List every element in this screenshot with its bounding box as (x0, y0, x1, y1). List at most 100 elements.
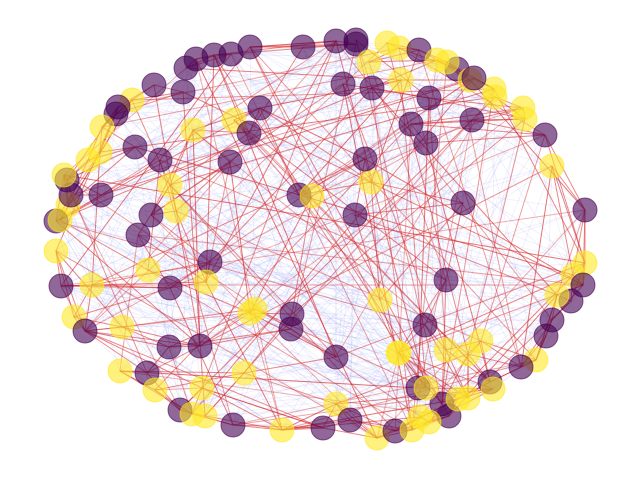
node-purple (532, 122, 558, 148)
edge-red (195, 58, 283, 431)
node-yellow (189, 375, 215, 401)
edge-red (249, 46, 443, 405)
node-yellow (193, 269, 219, 295)
edge-blue (146, 118, 526, 374)
edge-blue (335, 68, 458, 405)
edge-blue (169, 96, 496, 289)
node-purple (157, 275, 183, 301)
edge-red (249, 46, 537, 361)
edge-blue (154, 47, 400, 391)
edge-blue (445, 118, 526, 351)
edge-red (298, 77, 475, 196)
edge-blue (335, 356, 421, 418)
edge-blue (302, 46, 450, 417)
node-purple (412, 312, 438, 338)
node-yellow (269, 417, 295, 443)
edge-blue (335, 97, 430, 358)
edge-blue (349, 214, 356, 421)
edge-blue (179, 366, 522, 411)
edge-red (137, 234, 207, 283)
edge-blue (179, 262, 586, 411)
edge-blue (60, 285, 443, 405)
edge-red (213, 54, 337, 358)
edge-blue (179, 352, 400, 411)
edge-red (91, 151, 101, 286)
edge-blue (462, 119, 473, 204)
edge-blue (168, 346, 427, 389)
edge-blue (204, 132, 250, 417)
edge-red (259, 107, 366, 160)
edge-blue (249, 46, 586, 264)
node-purple (330, 71, 356, 97)
edge-blue (311, 195, 447, 281)
edge-blue (134, 39, 357, 148)
edge-red (376, 352, 400, 439)
edge-blue (259, 107, 553, 321)
node-yellow (163, 198, 189, 224)
edge-blue (131, 99, 464, 204)
node-yellow (180, 117, 206, 143)
node-purple (247, 95, 273, 121)
edge-red (354, 214, 558, 296)
edge-red (55, 220, 426, 326)
edge-blue (249, 46, 524, 109)
edge-blue (201, 42, 388, 389)
edge-red (119, 370, 450, 417)
edge-blue (425, 142, 584, 286)
edge-blue (91, 97, 430, 286)
edge-blue (290, 328, 421, 418)
edge-red (342, 83, 413, 431)
edge-red (209, 87, 373, 263)
node-purple (220, 412, 246, 438)
edge-blue (134, 146, 293, 315)
edge-blue (67, 204, 123, 328)
edge-blue (119, 43, 357, 372)
node-purple (342, 202, 368, 228)
edge-blue (209, 46, 304, 263)
edge-red (370, 49, 420, 183)
edge-red (243, 356, 337, 374)
node-yellow (388, 67, 414, 93)
edge-red (73, 287, 171, 318)
edge-red (205, 40, 337, 283)
edge-blue (448, 88, 495, 417)
edge-blue (209, 261, 283, 431)
edge-blue (192, 129, 378, 439)
node-purple (125, 222, 151, 248)
edge-red (425, 134, 546, 144)
edge-blue (59, 219, 156, 391)
edge-blue (192, 129, 292, 330)
node-yellow (237, 300, 263, 326)
node-purple (147, 147, 173, 173)
edge-red (121, 326, 201, 347)
edge-blue (67, 204, 351, 421)
edge-blue (376, 119, 473, 439)
node-yellow (480, 376, 506, 402)
edge-blue (205, 281, 447, 351)
edge-red (368, 61, 447, 281)
edge-red (150, 214, 211, 263)
node-yellow (142, 377, 168, 403)
edge-red (371, 87, 413, 431)
edge-blue (233, 119, 427, 144)
node-yellow (358, 169, 384, 195)
edge-red (84, 330, 203, 389)
edge-blue (209, 59, 438, 263)
node-purple (343, 27, 369, 53)
node-yellow (79, 272, 105, 298)
node-yellow (386, 340, 412, 366)
edge-blue (335, 214, 356, 405)
edge-blue (99, 151, 123, 328)
node-yellow (109, 314, 135, 340)
edge-red (55, 220, 201, 347)
edge-red (259, 107, 372, 183)
edge-red (376, 209, 586, 439)
edge-blue (59, 219, 426, 326)
edge-red (134, 146, 396, 432)
edge-red (354, 214, 381, 301)
node-yellow (413, 375, 439, 401)
edge-blue (232, 96, 496, 426)
edge-blue (169, 287, 421, 418)
edge-blue (248, 132, 421, 418)
